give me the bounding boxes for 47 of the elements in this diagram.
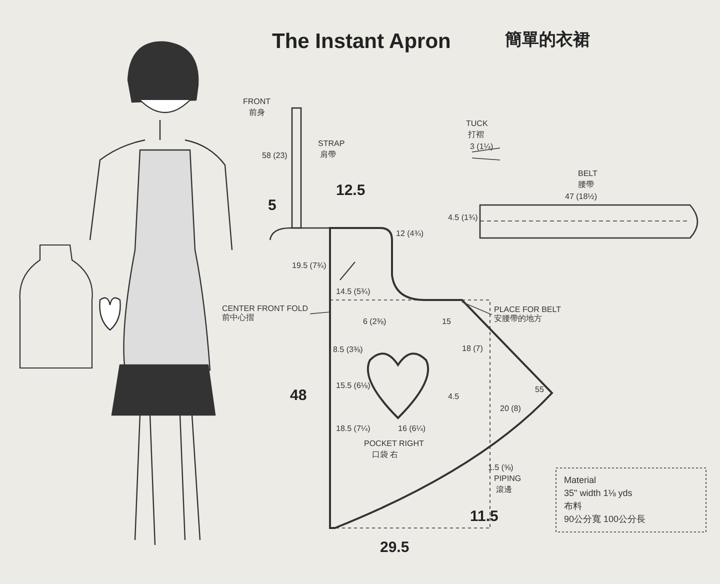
measurement-label: 55	[535, 386, 544, 395]
measurement-label: 15	[442, 318, 451, 327]
measurement-label: 4.5 (1¾)	[448, 214, 478, 223]
measurement-label: 5	[268, 198, 276, 214]
measurement-label: 19.5 (7¾)	[292, 262, 326, 271]
measurement-label: 16 (6¼)	[398, 425, 426, 434]
title: The Instant Apron	[272, 30, 451, 54]
measurement-label: 14.5 (5¾)	[336, 288, 370, 297]
part-label: TUCK	[466, 120, 488, 129]
measurement-label: 20 (8)	[500, 405, 521, 414]
measurement-label: 47 (18½)	[565, 193, 598, 202]
part-label: STRAP	[318, 140, 345, 149]
measurement-label: 11.5	[470, 509, 498, 526]
measurement-label: 58 (23)	[262, 152, 288, 161]
pattern-note: 前中心摺	[222, 314, 255, 323]
measurement-label: 29.5	[380, 540, 410, 556]
measurement-label: 18.5 (7¼)	[336, 425, 370, 434]
part-label: 滾邊	[496, 486, 512, 495]
subtitle: 簡單的衣裙	[505, 31, 590, 50]
part-label: POCKET RIGHT	[364, 440, 424, 449]
material-note: 90公分寬 100公分長	[564, 513, 646, 526]
measurement-label: 15.5 (6⅛)	[336, 382, 370, 391]
leader-line	[462, 302, 492, 316]
material-note: 35" width 1⅛ yds	[564, 487, 634, 500]
part-label: 打褶	[468, 131, 484, 140]
leader-line	[310, 312, 330, 314]
measurement-label: 3 (1¼)	[470, 143, 494, 152]
part-label: 前身	[249, 109, 265, 118]
part-label: 口袋 右	[372, 451, 398, 460]
measurement-label: 4.5	[448, 393, 460, 402]
measurement-label: 6 (2⅜)	[363, 318, 386, 327]
measurement-label: 12 (4¾)	[396, 230, 424, 239]
measurement-label: 18 (7)	[462, 345, 483, 354]
part-label: 腰帶	[578, 181, 594, 190]
part-label: FRONT	[243, 98, 271, 107]
pattern-note: 安腰帶的地方	[494, 314, 543, 324]
measurement-label: 12.5	[336, 183, 366, 200]
measurement-label: 1.5 (⅝)	[488, 464, 514, 473]
part-label: BELT	[578, 170, 598, 179]
material-note: 布料	[564, 500, 583, 514]
pattern-note: PLACE FOR BELT	[494, 306, 561, 314]
pattern-note: CENTER FRONT FOLD	[222, 305, 308, 313]
part-label: 肩帶	[320, 151, 336, 160]
measurement-label: 8.5 (3⅜)	[333, 346, 363, 355]
part-label: PIPING	[494, 475, 522, 484]
material-note: Material	[564, 474, 598, 487]
measurement-label: 48	[290, 388, 307, 404]
